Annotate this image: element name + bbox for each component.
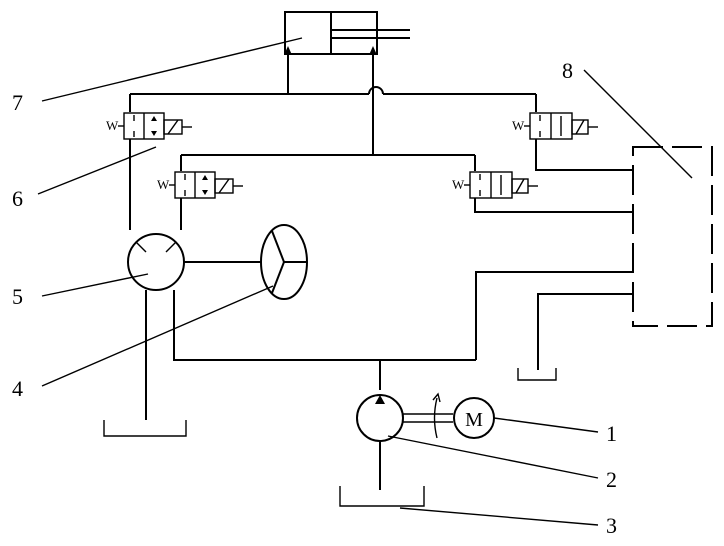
valve-outlet-pipes — [129, 139, 633, 230]
steering-valve-mark-right — [165, 241, 177, 253]
dashed-block-8 — [632, 146, 713, 327]
label-7: 7 — [12, 90, 23, 115]
label-1: 1 — [606, 421, 617, 446]
cylinder-port-right-arrow — [369, 46, 377, 55]
pipe-valve-ur-to-block8 — [535, 139, 633, 171]
upper-pipe-network — [129, 55, 537, 171]
pipe-valve-mr-to-block8 — [474, 198, 633, 213]
rotation-arc — [433, 397, 438, 439]
steering-wheel — [260, 224, 308, 300]
cylinder-port-left-arrow — [284, 46, 292, 55]
rotation-arrowhead — [432, 392, 441, 403]
leader-3 — [399, 507, 599, 526]
valve6-arrow-down — [151, 131, 157, 136]
leader-6 — [37, 146, 157, 195]
pipe-crossover-hop — [368, 86, 384, 95]
leader-4 — [41, 285, 274, 387]
valve6-arrow-up — [151, 116, 157, 121]
lower-pipe-network — [103, 271, 633, 437]
solenoid-valve-6: W — [106, 112, 192, 140]
tank-left — [103, 420, 187, 437]
label-5: 5 — [12, 284, 23, 309]
valve-ur-solenoid-slash — [575, 119, 585, 135]
valve-ml-spring-mark: W — [157, 177, 170, 192]
valve6-solenoid-slash — [167, 119, 179, 135]
pipe-supply-to-steering-valve — [173, 290, 476, 361]
valve-ur-spring-mark: W — [512, 118, 525, 133]
leader-5 — [41, 273, 149, 297]
hydraulic-pump — [339, 394, 425, 507]
pipe-supply-to-block8 — [475, 271, 633, 360]
tank-bottom — [339, 486, 425, 507]
solenoid-valve-upper-right: W — [512, 112, 598, 140]
valve-ml-arrow-down — [202, 190, 208, 195]
motor-mark: M — [465, 409, 483, 431]
steering-wheel-spoke-1 — [271, 230, 285, 263]
pump-motor-coupling: M — [403, 392, 495, 439]
leader-2 — [387, 435, 599, 479]
component-labels: 1 2 3 4 5 6 7 8 — [12, 58, 617, 538]
label-6: 6 — [12, 186, 23, 211]
leader-8 — [583, 69, 693, 179]
valve6-spring-mark: W — [106, 118, 119, 133]
leader-lines — [37, 37, 693, 526]
hydraulic-cylinder — [284, 11, 410, 55]
pump-outlet-arrow — [375, 395, 385, 404]
pipe-block8-return — [537, 293, 633, 370]
leader-1 — [493, 417, 599, 433]
steering-valve-mark-left — [135, 241, 147, 253]
steering-wheel-spoke-3 — [271, 261, 285, 294]
leader-7 — [41, 37, 303, 102]
valve-ml-arrow-up — [202, 175, 208, 180]
label-3: 3 — [606, 513, 617, 538]
label-2: 2 — [606, 467, 617, 492]
tank-right — [517, 368, 557, 381]
label-4: 4 — [12, 376, 23, 401]
steering-wheel-rim — [260, 224, 308, 300]
valve-ml-solenoid-slash — [218, 178, 230, 194]
valve-mr-solenoid-slash — [515, 178, 525, 194]
label-8: 8 — [562, 58, 573, 83]
solenoid-valve-middle-right: W — [452, 171, 538, 199]
solenoid-valve-middle-left: W — [157, 171, 243, 199]
valve-mr-spring-mark: W — [452, 177, 465, 192]
steering-control-valve — [127, 233, 262, 291]
